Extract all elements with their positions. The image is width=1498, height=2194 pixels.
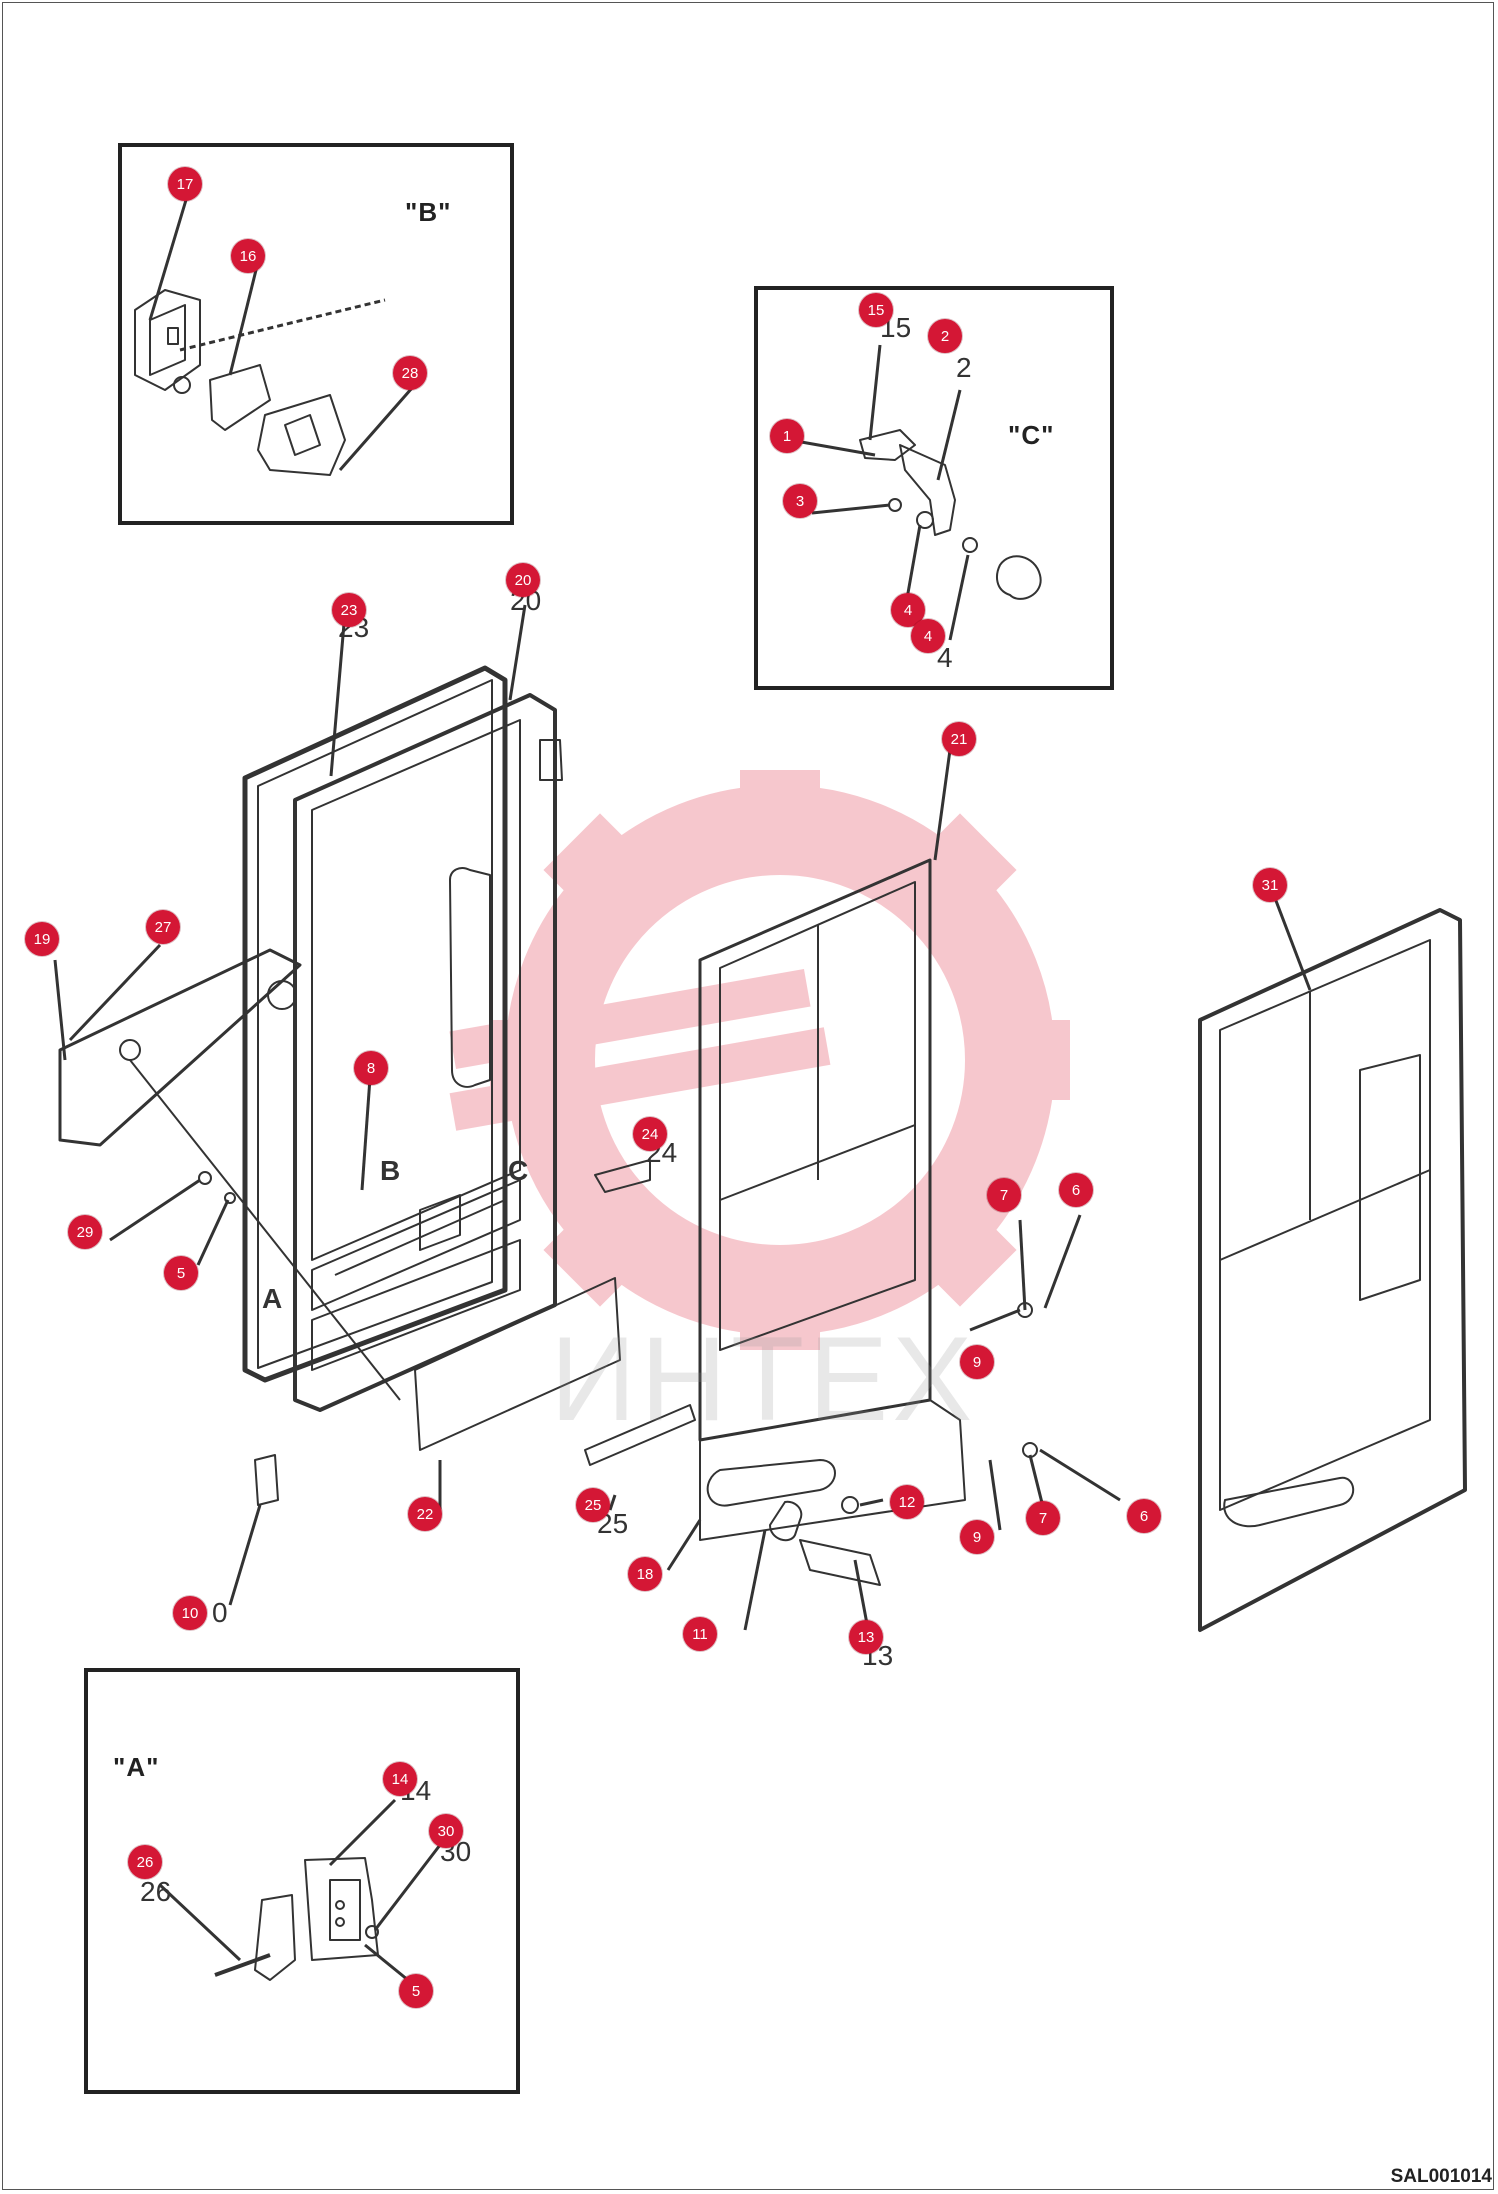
- door-hinge: [53, 943, 401, 1401]
- callout-marker[interactable]: 16: [231, 239, 265, 273]
- door-seal-frame: [242, 665, 508, 1383]
- rail-and-handle: [584, 1404, 884, 1641]
- callout-marker[interactable]: 6: [1059, 1173, 1093, 1207]
- printed-number: 4: [937, 642, 953, 673]
- callout-marker[interactable]: 9: [960, 1345, 994, 1379]
- document-code: SAL001014: [1390, 2166, 1492, 2187]
- callout-marker[interactable]: 4: [911, 619, 945, 653]
- outer-door: [1198, 884, 1467, 1632]
- callout-marker[interactable]: 12: [890, 1485, 924, 1519]
- view-label-b: B: [380, 1155, 401, 1186]
- striker-assembly-a: [158, 1798, 442, 1982]
- callout-marker[interactable]: 14: [383, 1762, 417, 1796]
- callout-marker[interactable]: 3: [783, 484, 817, 518]
- latch-plate: [228, 1454, 279, 1606]
- view-label-a: A: [262, 1283, 283, 1314]
- printed-number: 26: [140, 1876, 172, 1907]
- callout-marker[interactable]: 15: [859, 293, 893, 327]
- callout-marker[interactable]: 2: [928, 319, 962, 353]
- watermark-text: ИНТЕХ: [550, 1312, 977, 1446]
- callout-marker[interactable]: 29: [68, 1215, 102, 1249]
- callout-marker[interactable]: 8: [354, 1051, 388, 1085]
- callout-marker[interactable]: 11: [683, 1617, 717, 1651]
- inset-label-a: "A": [113, 1752, 160, 1782]
- callout-marker[interactable]: 30: [429, 1814, 463, 1848]
- callout-marker[interactable]: 31: [1253, 868, 1287, 902]
- callout-marker[interactable]: 25: [576, 1488, 610, 1522]
- callout-marker[interactable]: 22: [408, 1497, 442, 1531]
- callout-marker[interactable]: 13: [849, 1620, 883, 1654]
- view-label-c: C: [508, 1155, 529, 1186]
- callout-marker[interactable]: 17: [168, 167, 202, 201]
- door-screws: [109, 1171, 236, 1266]
- printed-number: 2: [956, 352, 972, 383]
- callout-marker[interactable]: 21: [942, 722, 976, 756]
- callout-marker[interactable]: 20: [506, 563, 540, 597]
- hinge-assembly-b: [134, 199, 414, 476]
- callout-marker[interactable]: 6: [1127, 1499, 1161, 1533]
- lock-bracket: [594, 1159, 651, 1193]
- callout-marker[interactable]: 9: [960, 1520, 994, 1554]
- callout-marker[interactable]: 1: [770, 419, 804, 453]
- inset-label-c: "C": [1008, 420, 1055, 450]
- glass-panel: [414, 1277, 621, 1510]
- callout-marker[interactable]: 18: [628, 1557, 662, 1591]
- inset-c: [754, 286, 1114, 690]
- callout-marker[interactable]: 26: [128, 1845, 162, 1879]
- callout-marker[interactable]: 7: [987, 1178, 1021, 1212]
- callout-marker[interactable]: 7: [1026, 1501, 1060, 1535]
- leader-line-8: [360, 1077, 372, 1191]
- callout-marker[interactable]: 10: [173, 1596, 207, 1630]
- callout-marker[interactable]: 27: [146, 910, 180, 944]
- callout-marker[interactable]: 24: [633, 1117, 667, 1151]
- callout-marker[interactable]: 5: [164, 1256, 198, 1290]
- inset-b: [118, 143, 514, 525]
- inset-a: [84, 1668, 520, 2094]
- callout-marker[interactable]: 23: [332, 593, 366, 627]
- inset-label-b: "B": [405, 197, 452, 227]
- callout-marker[interactable]: 28: [393, 356, 427, 390]
- callout-marker[interactable]: 5: [399, 1974, 433, 2008]
- printed-number: 0: [212, 1597, 228, 1628]
- callout-marker[interactable]: 19: [25, 922, 59, 956]
- door-inner-panel: [698, 749, 966, 1541]
